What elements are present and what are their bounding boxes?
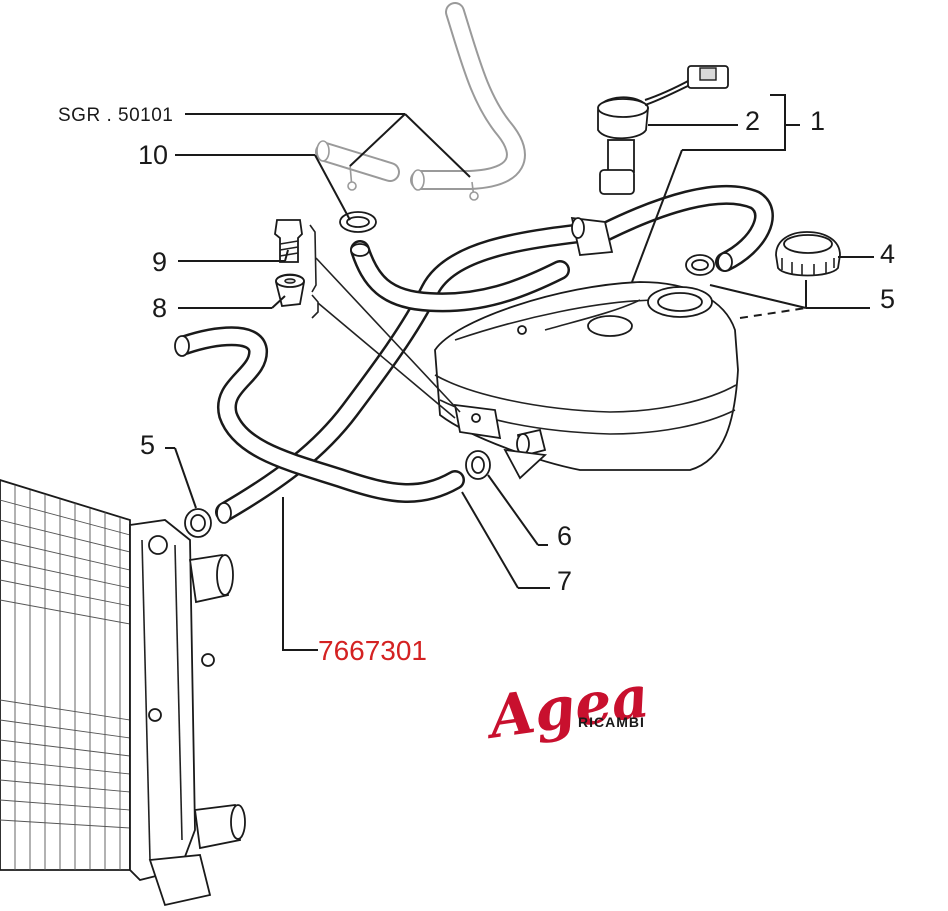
part-number: 7667301 [318, 635, 427, 666]
callout-9: 9 [152, 247, 167, 277]
hose-t-connector [570, 216, 614, 256]
callout-1: 1 [810, 106, 825, 136]
callout-7: 7 [557, 566, 572, 596]
radiator-core-grid [0, 485, 131, 870]
callout-5-right: 5 [880, 284, 895, 314]
agea-logo: Agea RICAMBI [480, 662, 653, 752]
level-sensor [597, 65, 729, 195]
callout-10: 10 [138, 140, 168, 170]
clamp-6 [465, 450, 491, 480]
logo-tagline: RICAMBI [578, 714, 645, 730]
expansion-tank [434, 281, 739, 480]
callout-4: 4 [880, 239, 895, 269]
callout-5-left: 5 [140, 430, 155, 460]
callout-6: 6 [557, 521, 572, 551]
reference-hose-assembly [315, 2, 526, 201]
clamp-5-left [184, 508, 212, 538]
reference-label: SGR . 50101 [58, 105, 173, 126]
logo-wordmark: Agea [480, 662, 653, 752]
clamp-5-right [685, 254, 715, 276]
callout-8: 8 [152, 293, 167, 323]
clamp-10 [339, 211, 377, 233]
bolt [274, 219, 303, 263]
filler-cap [775, 231, 841, 277]
callout-2: 2 [745, 106, 760, 136]
radiator [0, 479, 246, 907]
leader-lines [165, 94, 874, 651]
